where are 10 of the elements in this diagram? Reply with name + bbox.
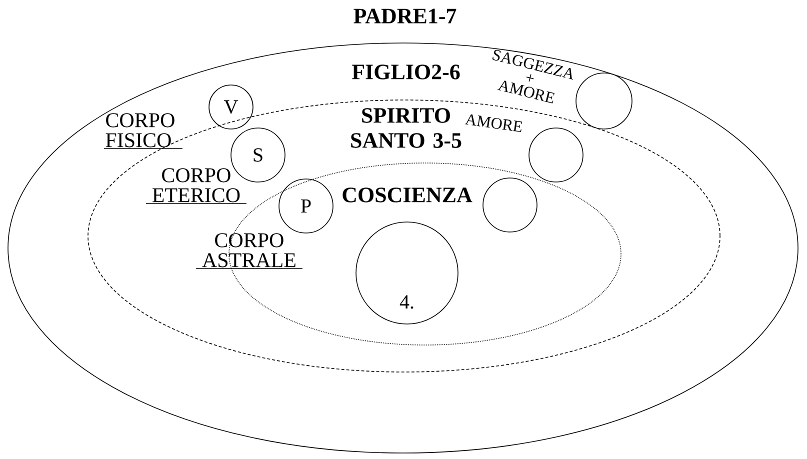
circle — [482, 178, 538, 232]
heading: PADRE1-7 — [354, 8, 456, 24]
heading: FIGLIO2-6 — [352, 64, 460, 80]
circle — [528, 128, 584, 182]
circle — [576, 72, 632, 130]
underlined-label: CORPO ASTRALE — [196, 233, 303, 269]
arched-label: AMORE — [464, 114, 522, 132]
underlined-label: CORPO FISICO — [104, 113, 183, 149]
heading: SPIRITO SANTO 3-5 — [351, 108, 462, 148]
heading: COSCIENZA — [342, 188, 472, 202]
